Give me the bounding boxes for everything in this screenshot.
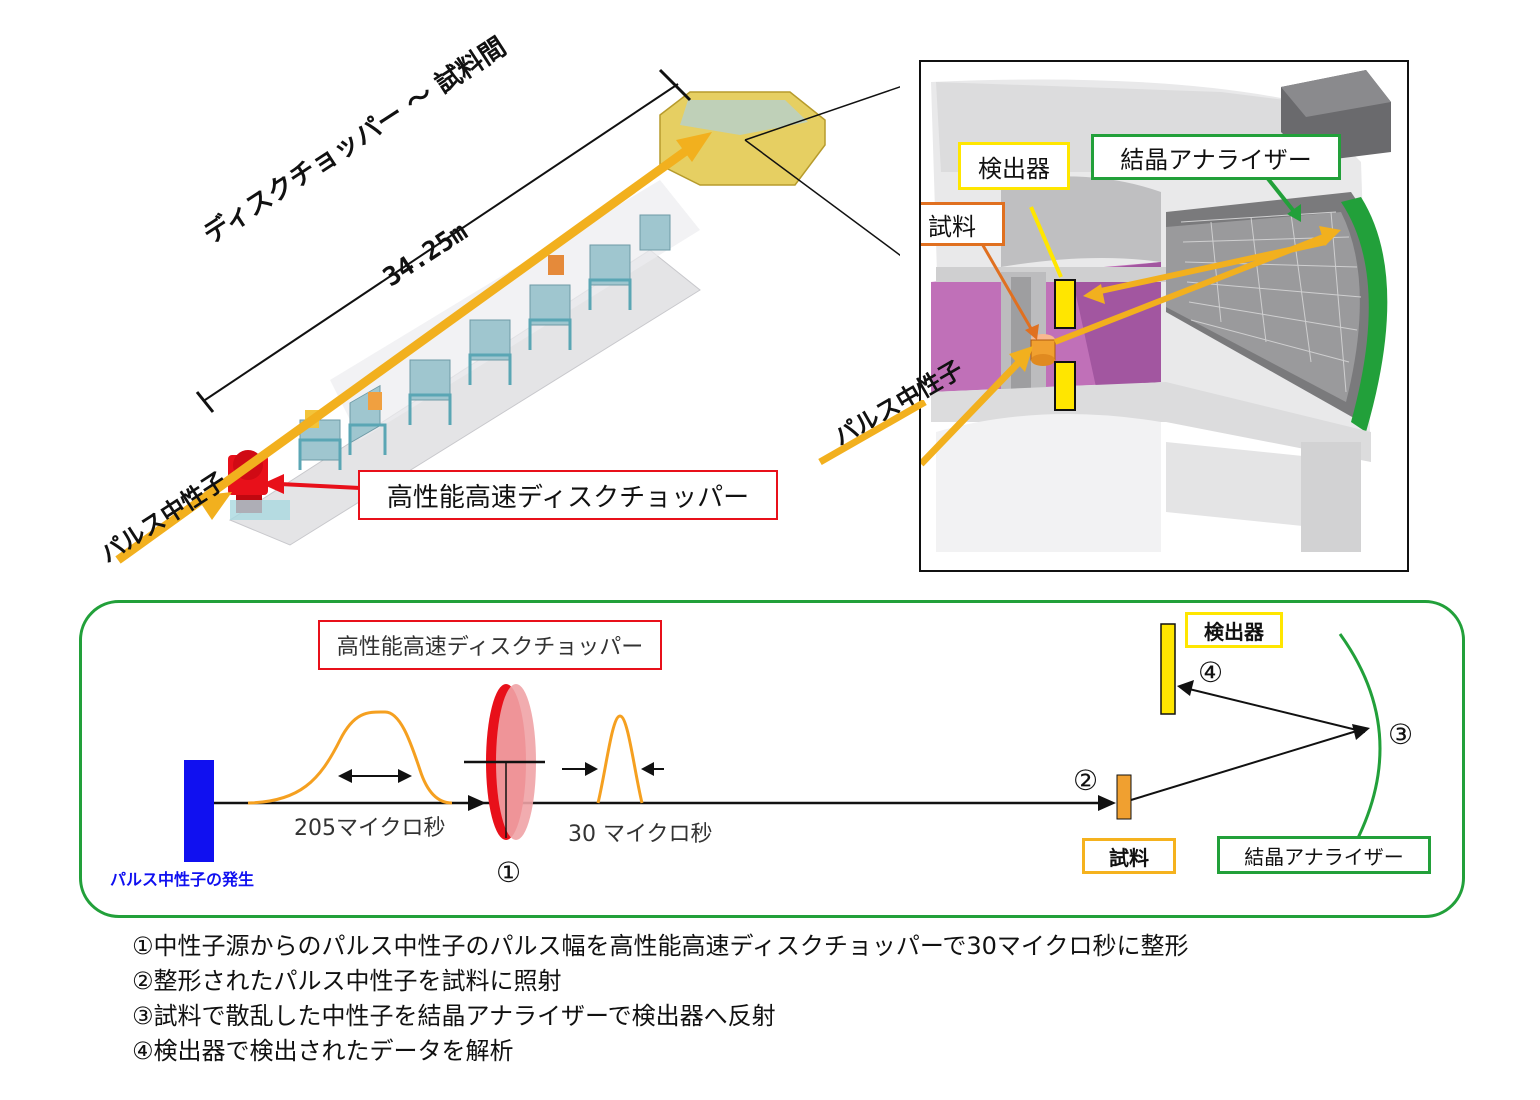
disk-chopper [464, 684, 545, 840]
distance-bracket-line [204, 83, 679, 401]
reflected-arrowhead [1177, 680, 1194, 696]
inset-beam-arrow [818, 400, 927, 466]
main-beam-arrowhead-1 [468, 795, 486, 811]
narrow-arrowhead-left [585, 762, 598, 776]
main-beam-arrowhead-2 [1098, 795, 1116, 811]
analyzer-arc [1338, 633, 1382, 871]
beamline-illustration [115, 68, 900, 564]
chopper-pointer [279, 482, 361, 490]
schematic-panel [79, 600, 1465, 918]
chopper-pointer-head [262, 474, 284, 494]
inset-analyzer-label: 結晶アナライザー [1091, 134, 1341, 180]
zoom-line-bottom [744, 139, 900, 257]
distance-tick-left [195, 391, 215, 413]
schematic-sample-label: 試料 [1082, 838, 1176, 874]
beam-arrowhead [676, 132, 712, 162]
chopper-base [230, 500, 290, 520]
neutron-source-block [184, 760, 214, 862]
schematic-analyzer-label: 結晶アナライザー [1217, 836, 1431, 874]
chopper-label-box: 高性能高速ディスクチョッパー [358, 470, 778, 520]
inset-sample-label: 試料 [921, 202, 1005, 246]
beam-arrow [115, 144, 693, 564]
width-after-label: 30 マイクロ秒 [568, 822, 713, 847]
schematic-chopper-label: 高性能高速ディスクチョッパー [318, 620, 662, 670]
width-before-label: 205マイクロ秒 [294, 816, 446, 841]
step2-marker: ② [1073, 764, 1099, 797]
narrow-pulse-curve [596, 714, 644, 804]
wide-pulse-curve [247, 710, 453, 805]
step3-marker: ③ [1388, 718, 1414, 751]
scatter-beam [1130, 729, 1361, 801]
beamline-components [299, 214, 671, 461]
orange-component-2 [368, 392, 382, 410]
schematic-detector-label: 検出器 [1185, 612, 1283, 648]
beam-arrowhead-mid [196, 492, 232, 520]
inset-detector-label: 検出器 [958, 142, 1070, 190]
wide-arrow-left [338, 769, 352, 783]
explanation-3: ③試料で散乱した中性子を結晶アナライザーで検出器へ反射 [132, 1002, 776, 1030]
source-label: パルス中性子の発生 [110, 870, 255, 889]
narrow-arrowhead-right [641, 762, 654, 776]
schematic-sample [1116, 774, 1132, 820]
spectrometer-inset: 検出器 結晶アナライザー 試料 [919, 60, 1409, 572]
step4-marker: ④ [1198, 656, 1224, 689]
orange-component [548, 255, 564, 275]
step1-marker: ① [496, 856, 522, 889]
zoom-line-top [744, 86, 900, 141]
spectrometer-top [680, 100, 808, 135]
explanation-4: ④検出器で検出されたデータを解析 [132, 1037, 514, 1065]
distance-tick-right [658, 68, 692, 102]
schematic-detector [1160, 623, 1176, 715]
wide-arrow-right [398, 769, 412, 783]
inset-illustration [921, 70, 1391, 552]
explanation-1: ①中性子源からのパルス中性子のパルス幅を高性能高速ディスクチョッパーで30マイク… [132, 932, 1189, 960]
reflected-beam [1184, 687, 1366, 733]
explanation-2: ②整形されたパルス中性子を試料に照射 [132, 967, 562, 995]
beamline-frames [298, 278, 632, 470]
